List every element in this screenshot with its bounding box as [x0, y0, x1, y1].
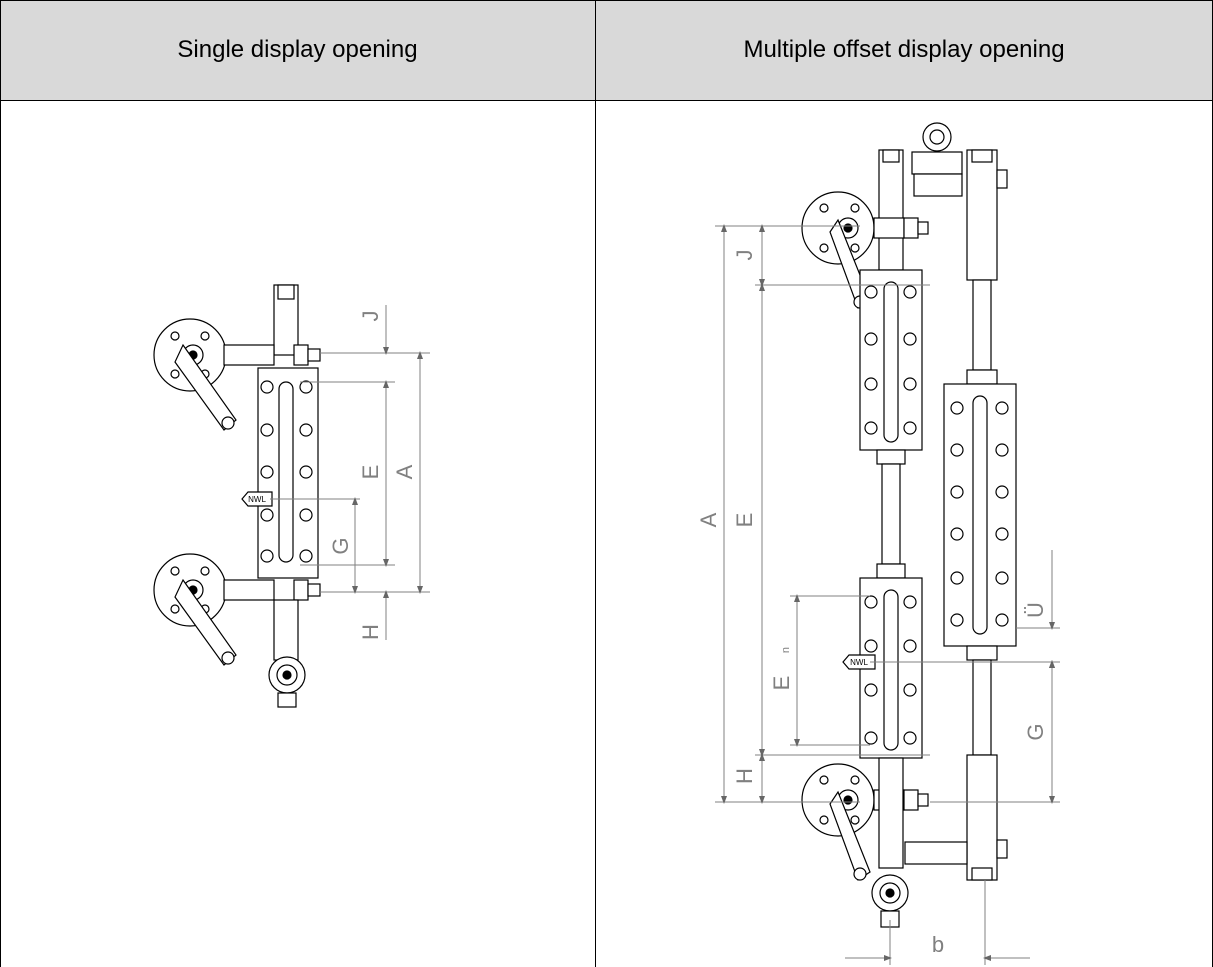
- label-g: G: [328, 537, 353, 554]
- single-display-gauge: [153, 284, 321, 708]
- upper-body-bolts: [864, 285, 917, 435]
- header-multiple-display: Multiple offset display opening: [743, 36, 1065, 63]
- label-u: Ü: [1023, 602, 1048, 618]
- top-cap: [277, 284, 295, 300]
- nwl-text-left: NWL: [248, 495, 266, 504]
- bottom-pipe: [273, 599, 299, 661]
- left-top-pipe: [878, 149, 904, 271]
- label-h-right: H: [732, 768, 757, 784]
- label-n-subscript: n: [780, 647, 792, 653]
- body-bolts: [260, 380, 313, 563]
- lower-flange-valve: [153, 553, 321, 666]
- left-dimensions: [270, 305, 430, 640]
- right-dim-labels: A E J H E G Ü b: [696, 250, 1048, 958]
- label-en: E: [769, 676, 794, 691]
- right-top-pipe: [966, 149, 998, 281]
- right-dimensions: [715, 224, 1060, 965]
- label-b: b: [932, 932, 944, 957]
- label-j: J: [358, 311, 383, 322]
- left-middle-pipe: [881, 463, 901, 565]
- right-body-bolts: [950, 401, 1009, 627]
- left-dim-labels: A E G J H: [328, 311, 417, 640]
- right-upper-pipe: [972, 279, 992, 371]
- sight-slot: [278, 381, 294, 563]
- label-a: A: [392, 464, 417, 479]
- table-border-left: [0, 0, 1, 967]
- right-lower-pipe: [972, 659, 992, 756]
- right-bottom-pipe: [966, 754, 998, 881]
- crossover-pipe: [904, 841, 968, 865]
- right-drain-valve: [871, 874, 909, 928]
- lower-body-bolts: [864, 595, 917, 745]
- upper-flange-valve: [153, 318, 321, 431]
- multiple-display-gauge: [801, 122, 1017, 928]
- drain-valve: [268, 656, 306, 708]
- column-divider: [595, 0, 596, 967]
- left-bottom-pipe: [878, 757, 904, 869]
- label-e: E: [358, 465, 383, 480]
- label-g-right: G: [1023, 723, 1048, 740]
- table-header-row: Single display opening Multiple offset d…: [0, 0, 1213, 100]
- table-border-top: [0, 0, 1213, 1]
- header-divider: [0, 100, 1213, 101]
- label-h: H: [358, 624, 383, 640]
- label-e-right: E: [732, 513, 757, 528]
- header-single-display: Single display opening: [177, 36, 418, 63]
- label-a-right: A: [696, 512, 721, 527]
- label-j-right: J: [732, 250, 757, 261]
- nwl-text-right: NWL: [850, 658, 868, 667]
